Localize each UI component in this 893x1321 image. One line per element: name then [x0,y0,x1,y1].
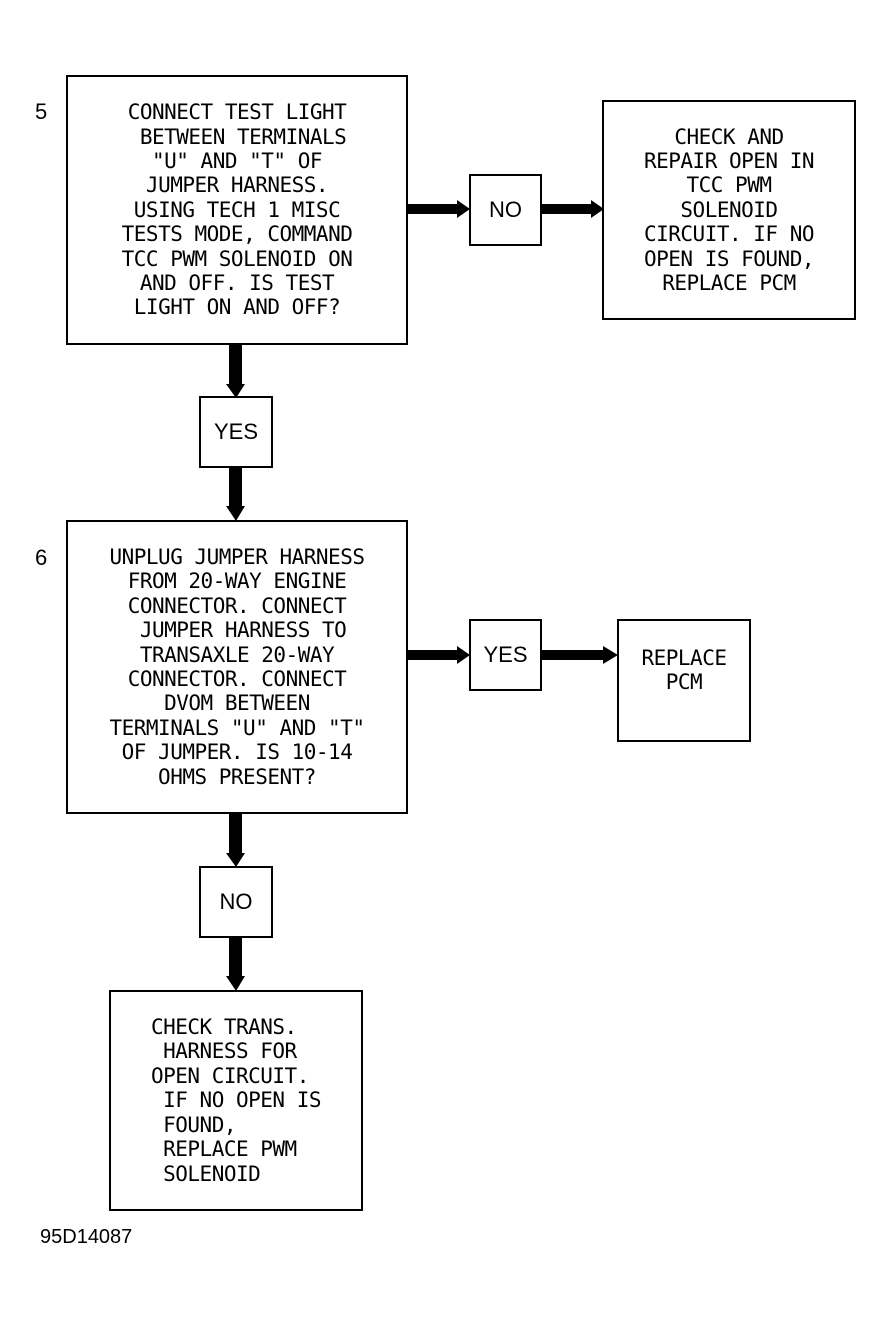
step-5-yes-label-box: YES [199,396,273,468]
arrow-s6-no-shaft-1 [229,813,242,856]
arrow-s5-yes-head-1 [226,384,245,398]
step-6-question-text: UNPLUG JUMPER HARNESS FROM 20-WAY ENGINE… [109,544,365,789]
arrow-s5-yes-shaft-1 [229,344,242,387]
arrow-s5-no-shaft-1 [407,204,459,214]
arrow-s5-yes-shaft-2 [229,467,242,509]
step-6-question-box: UNPLUG JUMPER HARNESS FROM 20-WAY ENGINE… [66,520,408,814]
step-5-no-result-box: CHECK AND REPAIR OPEN IN TCC PWM SOLENOI… [602,100,856,320]
arrow-s6-yes-shaft-2 [541,650,605,660]
step-5-number: 5 [35,99,48,124]
step-5-question-text: CONNECT TEST LIGHT BETWEEN TERMINALS "U"… [121,100,353,320]
arrow-s5-no-head-1 [457,200,470,218]
step-5-no-label: NO [489,197,522,222]
arrow-s6-no-shaft-2 [229,937,242,979]
arrow-s6-yes-shaft-1 [407,650,459,660]
step-6-number: 6 [35,545,48,570]
step-5-yes-label: YES [213,419,259,444]
step-6-yes-result-box: REPLACE PCM [617,619,751,742]
arrow-s6-no-head-2 [226,976,245,991]
arrow-s5-no-head-2 [591,200,604,218]
arrow-s6-yes-head-1 [457,646,470,664]
step-5-no-result-text: CHECK AND REPAIR OPEN IN TCC PWM SOLENOI… [643,124,815,296]
arrow-s5-no-shaft-2 [541,204,593,214]
step-6-yes-result-text: REPLACE PCM [641,646,727,695]
step-6-no-label-box: NO [199,866,273,938]
arrow-s6-yes-head-2 [603,646,618,664]
step-6-yes-label-box: YES [469,619,542,691]
figure-id: 95D14087 [40,1226,133,1248]
step-5-no-label-box: NO [469,174,542,246]
arrow-s5-yes-head-2 [226,506,245,521]
step-6-no-result-text: CHECK TRANS. HARNESS FOR OPEN CIRCUIT. I… [150,1015,322,1186]
step-6-yes-label: YES [483,642,528,667]
step-6-no-result-box: CHECK TRANS. HARNESS FOR OPEN CIRCUIT. I… [109,990,363,1211]
step-5-question-box: CONNECT TEST LIGHT BETWEEN TERMINALS "U"… [66,75,408,345]
arrow-s6-no-head-1 [226,853,245,867]
step-6-no-label: NO [219,889,253,914]
